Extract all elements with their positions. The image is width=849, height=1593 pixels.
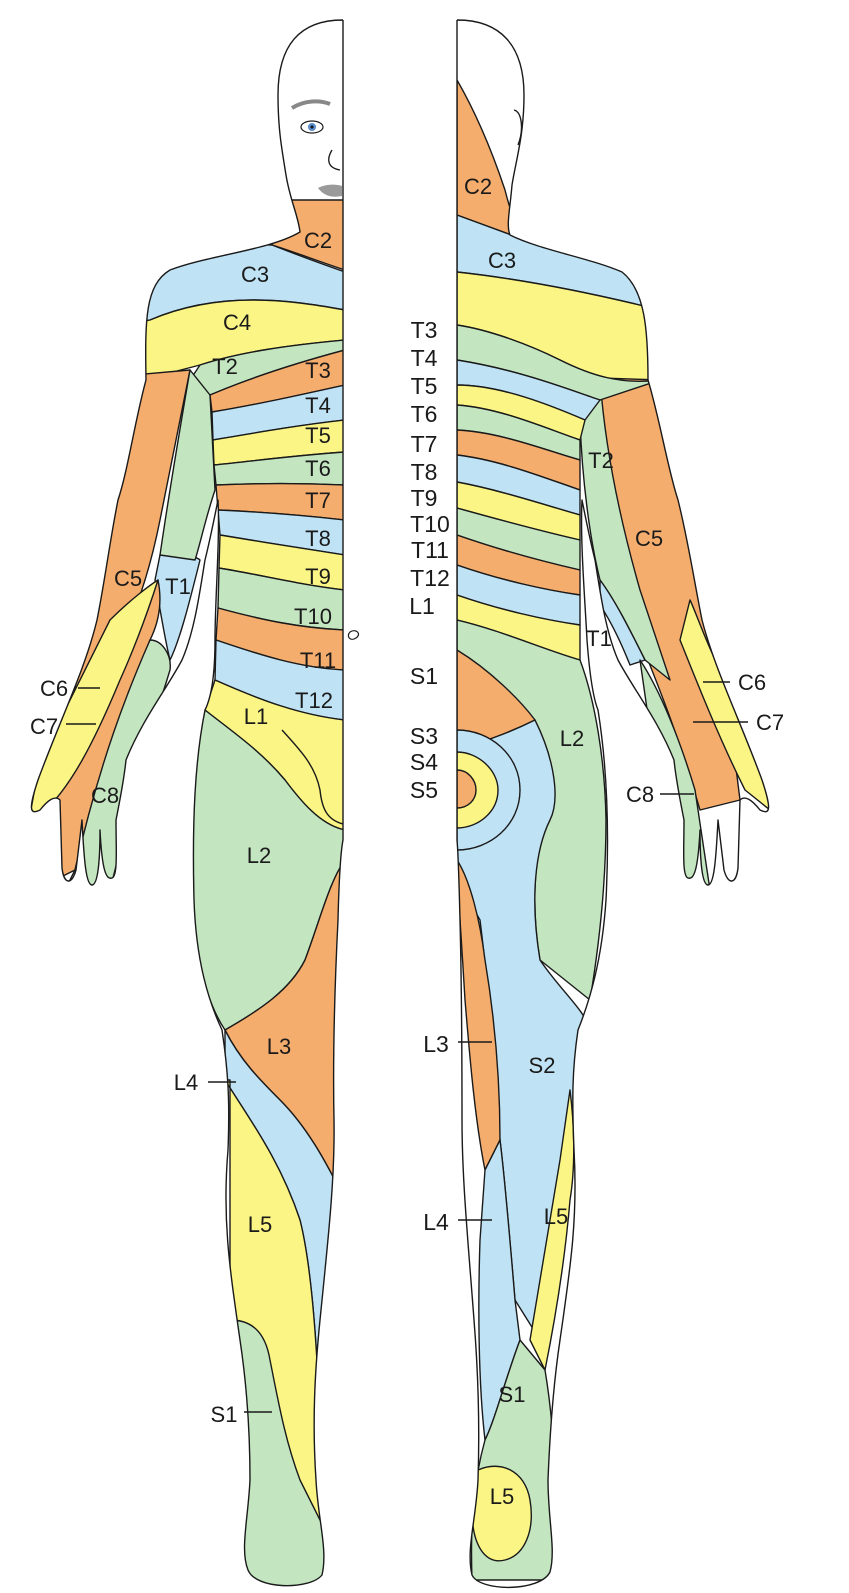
label-front-c8: C8 <box>91 783 119 808</box>
front-body-outline <box>30 19 344 1587</box>
front-labels: C2 C3 C4 T2 T3 T4 T5 T6 T7 T8 T9 T10 T11… <box>30 228 336 1427</box>
back-s4-zone <box>457 751 499 829</box>
label-back-c6: C6 <box>738 670 766 695</box>
label-back-l2: L2 <box>560 726 584 751</box>
back-s5-zone <box>457 769 477 809</box>
label-front-t12: T12 <box>295 688 333 713</box>
label-front-c7: C7 <box>30 714 58 739</box>
label-center-t11: T11 <box>411 537 449 563</box>
label-front-c2: C2 <box>304 228 332 253</box>
label-front-t2: T2 <box>212 354 238 379</box>
label-front-t6: T6 <box>305 456 331 481</box>
label-center-t4: T4 <box>411 345 438 371</box>
label-front-l5: L5 <box>248 1212 272 1237</box>
label-front-l2: L2 <box>247 843 271 868</box>
label-front-c5: C5 <box>114 566 142 591</box>
label-center-s5: S5 <box>410 777 438 803</box>
label-back-l5: L5 <box>544 1204 568 1229</box>
label-front-t9: T9 <box>305 564 331 589</box>
label-front-t5: T5 <box>305 423 331 448</box>
label-back-t2: T2 <box>588 448 614 473</box>
label-back-s1: S1 <box>499 1382 526 1407</box>
label-front-t4: T4 <box>305 393 331 418</box>
front-t2-arm-zone <box>159 369 216 561</box>
label-front-l1: L1 <box>244 704 268 729</box>
mouth-icon <box>318 184 342 197</box>
label-center-t12: T12 <box>410 565 450 591</box>
label-front-t11: T11 <box>300 648 336 673</box>
label-center-t9: T9 <box>411 485 438 511</box>
label-back-t1: T1 <box>586 626 612 651</box>
groin-line <box>281 729 344 825</box>
label-front-l4: L4 <box>174 1070 198 1095</box>
label-back-c7: C7 <box>756 710 784 735</box>
label-center-s4: S4 <box>410 749 438 775</box>
label-back-c5: C5 <box>635 526 663 551</box>
label-center-t6: T6 <box>411 401 438 427</box>
eyebrow-icon <box>290 99 331 110</box>
label-center-l3: L3 <box>423 1031 449 1057</box>
label-center-l4: L4 <box>423 1209 449 1235</box>
label-front-l3: L3 <box>267 1034 291 1059</box>
label-center-s3: S3 <box>410 723 438 749</box>
back-t1-zone <box>599 579 646 666</box>
center-labels: T3 T4 T5 T6 T7 T8 T9 T10 T11 T12 L1 S1 S… <box>409 317 450 1235</box>
label-back-s2: S2 <box>529 1053 556 1078</box>
navel-icon <box>347 630 360 640</box>
nose-icon <box>328 149 341 171</box>
label-back-l5-foot: L5 <box>490 1484 514 1509</box>
label-front-c3: C3 <box>241 262 269 287</box>
label-back-c3: C3 <box>488 248 516 273</box>
back-l5-zone <box>529 1089 575 1371</box>
ear-icon <box>513 109 523 146</box>
label-center-t3: T3 <box>411 317 438 343</box>
label-center-t7: T7 <box>411 431 438 457</box>
label-front-t3: T3 <box>305 358 331 383</box>
pointer-lines <box>66 681 748 1413</box>
label-front-c4: C4 <box>223 310 251 335</box>
label-center-t10: T10 <box>410 511 450 537</box>
label-front-s1: S1 <box>211 1402 238 1427</box>
label-back-c2: C2 <box>464 174 492 199</box>
back-body-outline <box>456 19 770 1589</box>
label-center-l1: L1 <box>409 593 435 619</box>
label-front-t8: T8 <box>305 526 331 551</box>
label-back-c8: C8 <box>626 782 654 807</box>
label-front-t1: T1 <box>165 574 191 599</box>
label-front-c6: C6 <box>40 676 68 701</box>
label-front-t10: T10 <box>294 604 332 629</box>
back-labels: C2 C3 T2 C5 T1 C6 C7 C8 L2 S2 L5 S1 L5 <box>464 174 784 1509</box>
label-center-t8: T8 <box>411 459 438 485</box>
label-front-t7: T7 <box>305 488 331 513</box>
back-l5-sole-zone <box>471 1465 532 1562</box>
label-center-s1: S1 <box>410 663 438 689</box>
label-center-t5: T5 <box>411 373 438 399</box>
